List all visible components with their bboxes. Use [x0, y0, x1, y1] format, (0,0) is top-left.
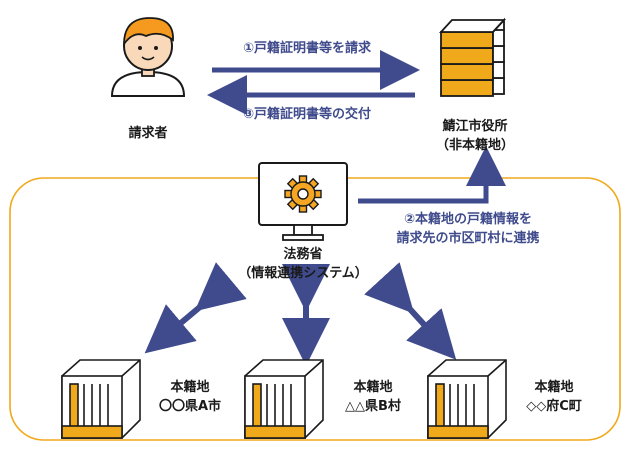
- registry-server-icon-a: [61, 359, 141, 439]
- moj-name: 法務省: [283, 247, 323, 262]
- registry-b-title: 本籍地: [353, 380, 393, 395]
- issue-arrow-label: ③戸籍証明書等の交付: [242, 107, 371, 122]
- city-office-server-icon: [438, 17, 507, 97]
- link-arrow-c: [364, 262, 457, 360]
- registry-b-place: △△県B村: [345, 399, 401, 414]
- person-icon: [110, 17, 186, 97]
- registry-c-place: ◇◇府C町: [526, 399, 582, 414]
- monitor-gear-icon: [258, 162, 348, 241]
- registry-c-title: 本籍地: [534, 380, 574, 395]
- link-arrow-label-line1: ②本籍地の戸籍情報を: [403, 212, 532, 227]
- link-arrow-a: [144, 262, 247, 354]
- link-arrow: [358, 146, 506, 204]
- request-arrow-label: ①戸籍証明書等を請求: [242, 41, 371, 56]
- link-arrow-label-line2: 請求先の市区町村に連携: [396, 231, 540, 246]
- requester-label: 請求者: [128, 126, 168, 141]
- registry-a-place: 〇〇県A市: [158, 399, 222, 414]
- registry-a-title: 本籍地: [170, 380, 210, 395]
- moj-system: （情報連携システム）: [238, 266, 368, 281]
- registry-server-icon-c: [427, 359, 507, 439]
- registry-server-icon-b: [244, 359, 324, 439]
- sabae-office-name: 鯖江市役所: [442, 119, 508, 134]
- sabae-office-note: （非本籍地）: [435, 138, 514, 153]
